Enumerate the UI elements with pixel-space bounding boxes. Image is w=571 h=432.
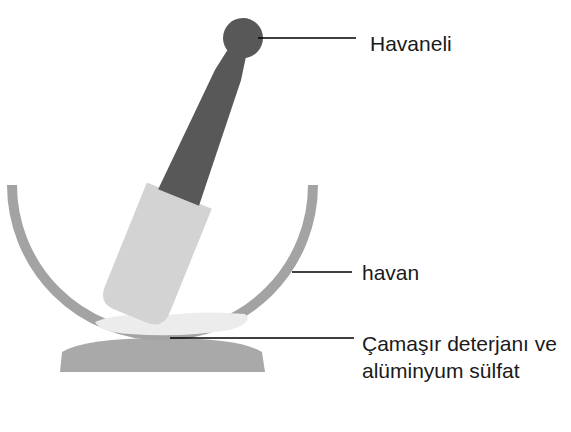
pestle bbox=[98, 6, 283, 329]
part-label: Havaneli bbox=[370, 30, 560, 57]
pestle-head bbox=[98, 183, 212, 330]
leader-line bbox=[292, 271, 352, 273]
powder bbox=[95, 312, 248, 335]
part-label: havan bbox=[362, 259, 552, 286]
leader-line bbox=[170, 337, 354, 339]
mortar-base bbox=[60, 338, 265, 372]
part-label: Çamaşır deterjanı ve alüminyum sülfat bbox=[362, 330, 562, 384]
leader-line bbox=[258, 37, 356, 39]
pestle-rod bbox=[158, 41, 259, 206]
